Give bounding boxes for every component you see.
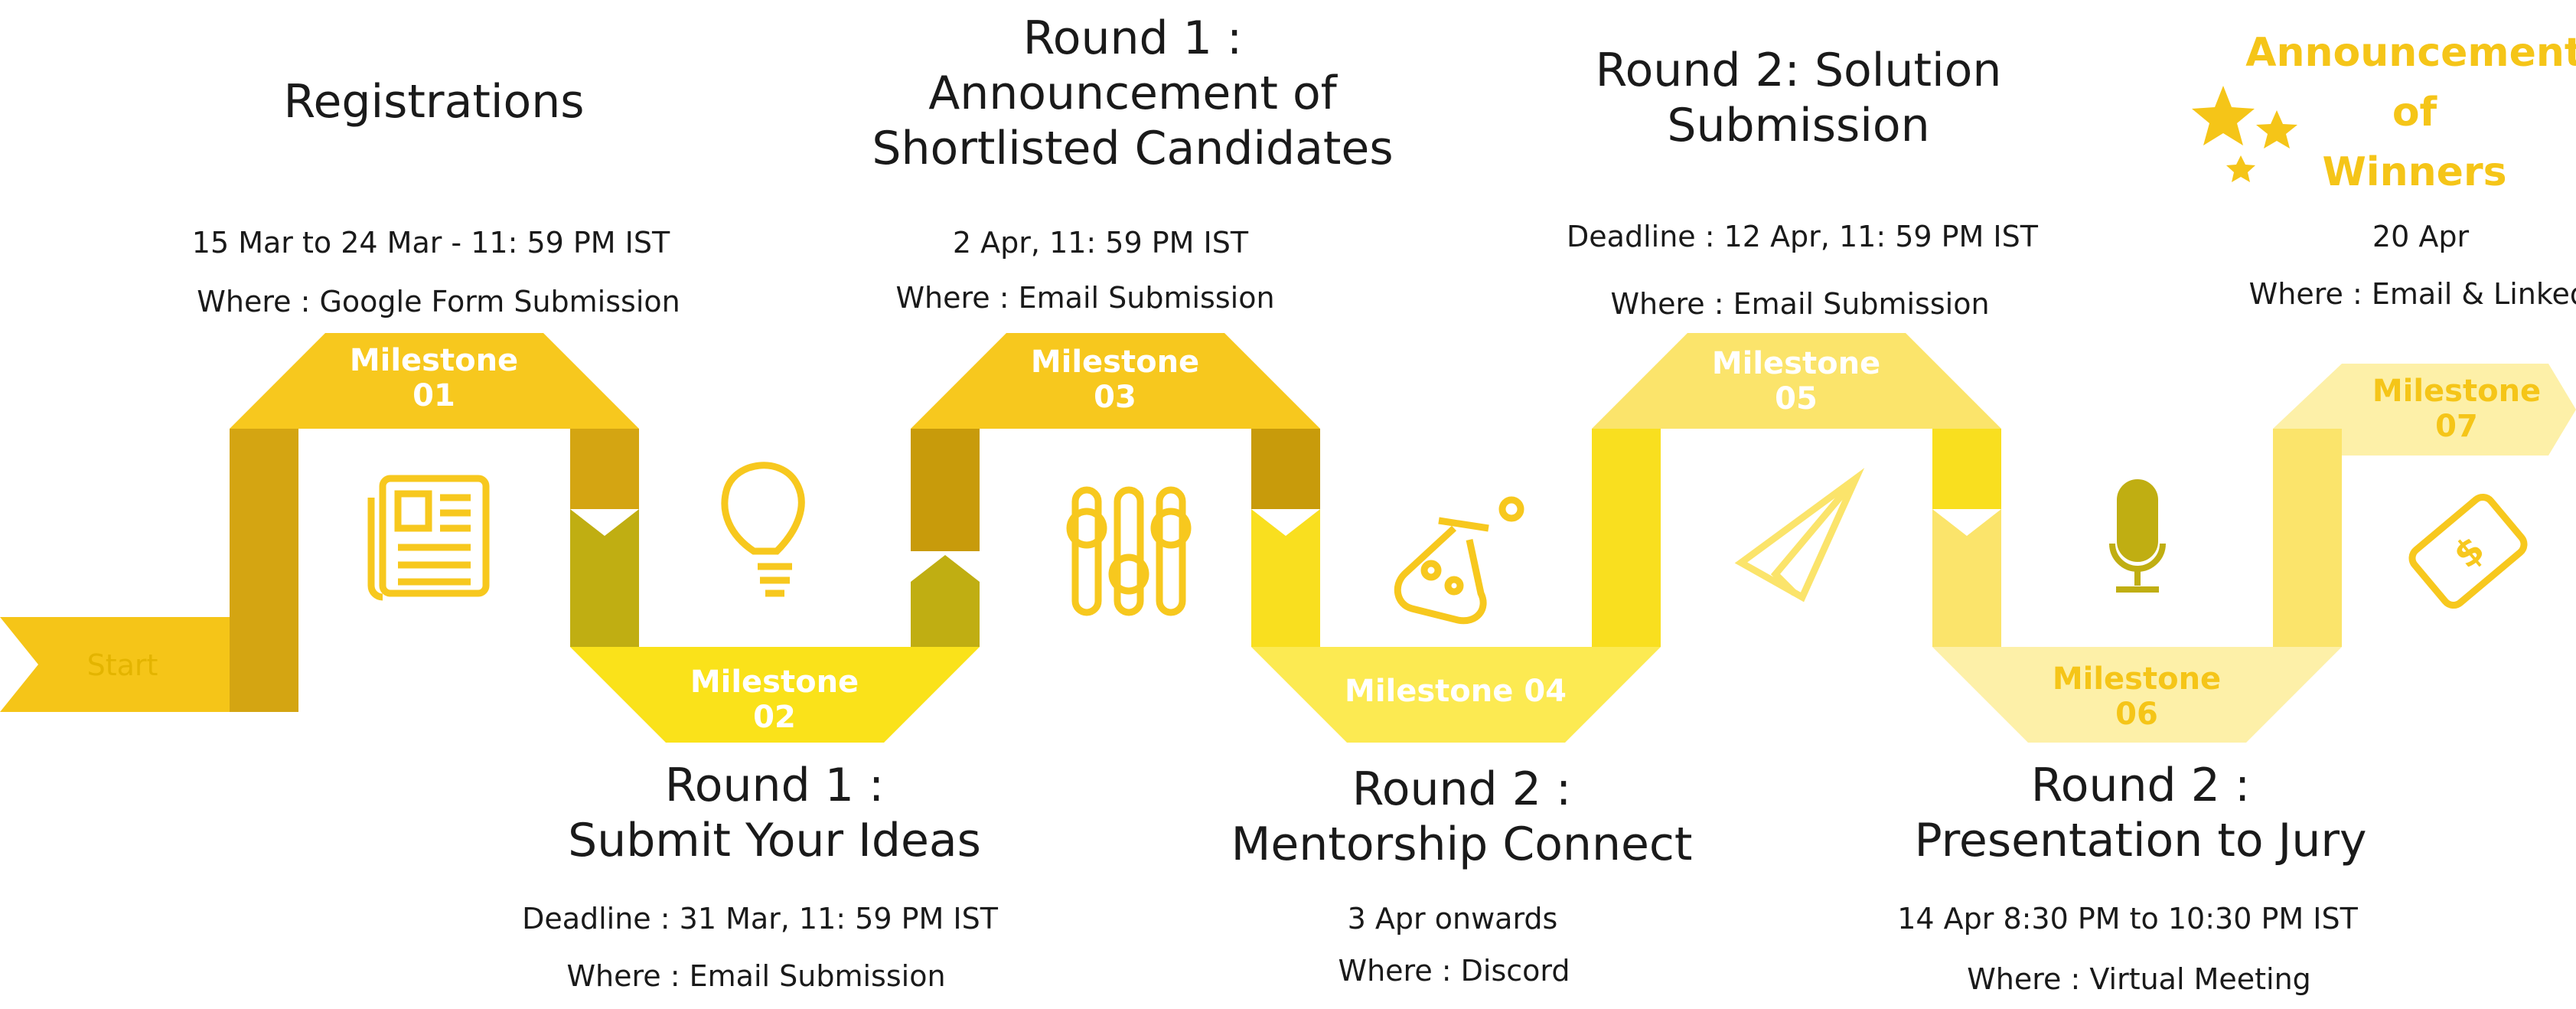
- milestone-03-band: [911, 333, 1320, 429]
- lightbulb-icon: [721, 462, 805, 597]
- money-icon: $: [2408, 493, 2528, 609]
- riser-4: [1592, 429, 1661, 647]
- connector-2: [911, 555, 980, 647]
- milestone-06-where: Where : Virtual Meeting: [1967, 962, 2311, 996]
- milestone-07-band: [2273, 364, 2576, 456]
- connector-5: [1932, 509, 2001, 647]
- milestone-02-title: Round 1 :Submit Your Ideas: [568, 759, 981, 867]
- microphone-icon: [2109, 479, 2166, 593]
- riser-3b: [1251, 429, 1320, 509]
- milestone-03-where: Where : Email Submission: [895, 281, 1275, 315]
- milestone-02-where: Where : Email Submission: [566, 959, 946, 993]
- milestone-01-band: [230, 333, 639, 429]
- milestone-06-band: [1932, 647, 2342, 743]
- riser-2: [911, 429, 980, 551]
- paper-plane-icon: [1734, 468, 1865, 602]
- milestone-02-band: [570, 647, 980, 743]
- milestone-05-where: Where : Email Submission: [1610, 287, 1990, 321]
- riser-1b: [570, 429, 639, 509]
- milestone-01-date: 15 Mar to 24 Mar - 11: 59 PM IST: [191, 226, 670, 260]
- connector-3: [1251, 509, 1320, 647]
- milestone-04-title: Round 2 :Mentorship Connect: [1231, 762, 1693, 871]
- milestone-04-label: Milestone 04: [1345, 674, 1567, 709]
- connector-1: [570, 509, 639, 647]
- milestone-03-date: 2 Apr, 11: 59 PM IST: [952, 226, 1249, 260]
- milestone-04-where: Where : Discord: [1338, 954, 1570, 988]
- flask-icon: [1394, 496, 1524, 625]
- milestone-04-date: 3 Apr onwards: [1347, 902, 1558, 936]
- riser-6: [2273, 429, 2342, 647]
- svg-text:$: $: [2445, 527, 2493, 576]
- milestone-04-band: [1251, 647, 1661, 743]
- milestone-01-where: Where : Google Form Submission: [197, 285, 680, 318]
- stars-icon: [2192, 86, 2297, 182]
- milestone-02-date: Deadline : 31 Mar, 11: 59 PM IST: [522, 902, 998, 936]
- riser-5b: [1932, 429, 2001, 509]
- start-arrow: [0, 617, 230, 712]
- milestone-05-date: Deadline : 12 Apr, 11: 59 PM IST: [1567, 220, 2038, 253]
- milestone-06-title: Round 2 :Presentation to Jury: [1914, 759, 2367, 867]
- milestone-06-date: 14 Apr 8:30 PM to 10:30 PM IST: [1897, 902, 2358, 936]
- riser-1a: [230, 429, 298, 712]
- milestone-07-where: Where : Email & LinkedIn: [2248, 277, 2576, 311]
- milestone-07-date: 20 Apr: [2372, 220, 2470, 253]
- milestone-05-band: [1592, 333, 2001, 429]
- milestone-01-title: Registrations: [283, 75, 585, 129]
- newspaper-icon: [367, 475, 490, 601]
- sliders-icon: [1066, 486, 1192, 616]
- start-label: Start: [87, 648, 158, 682]
